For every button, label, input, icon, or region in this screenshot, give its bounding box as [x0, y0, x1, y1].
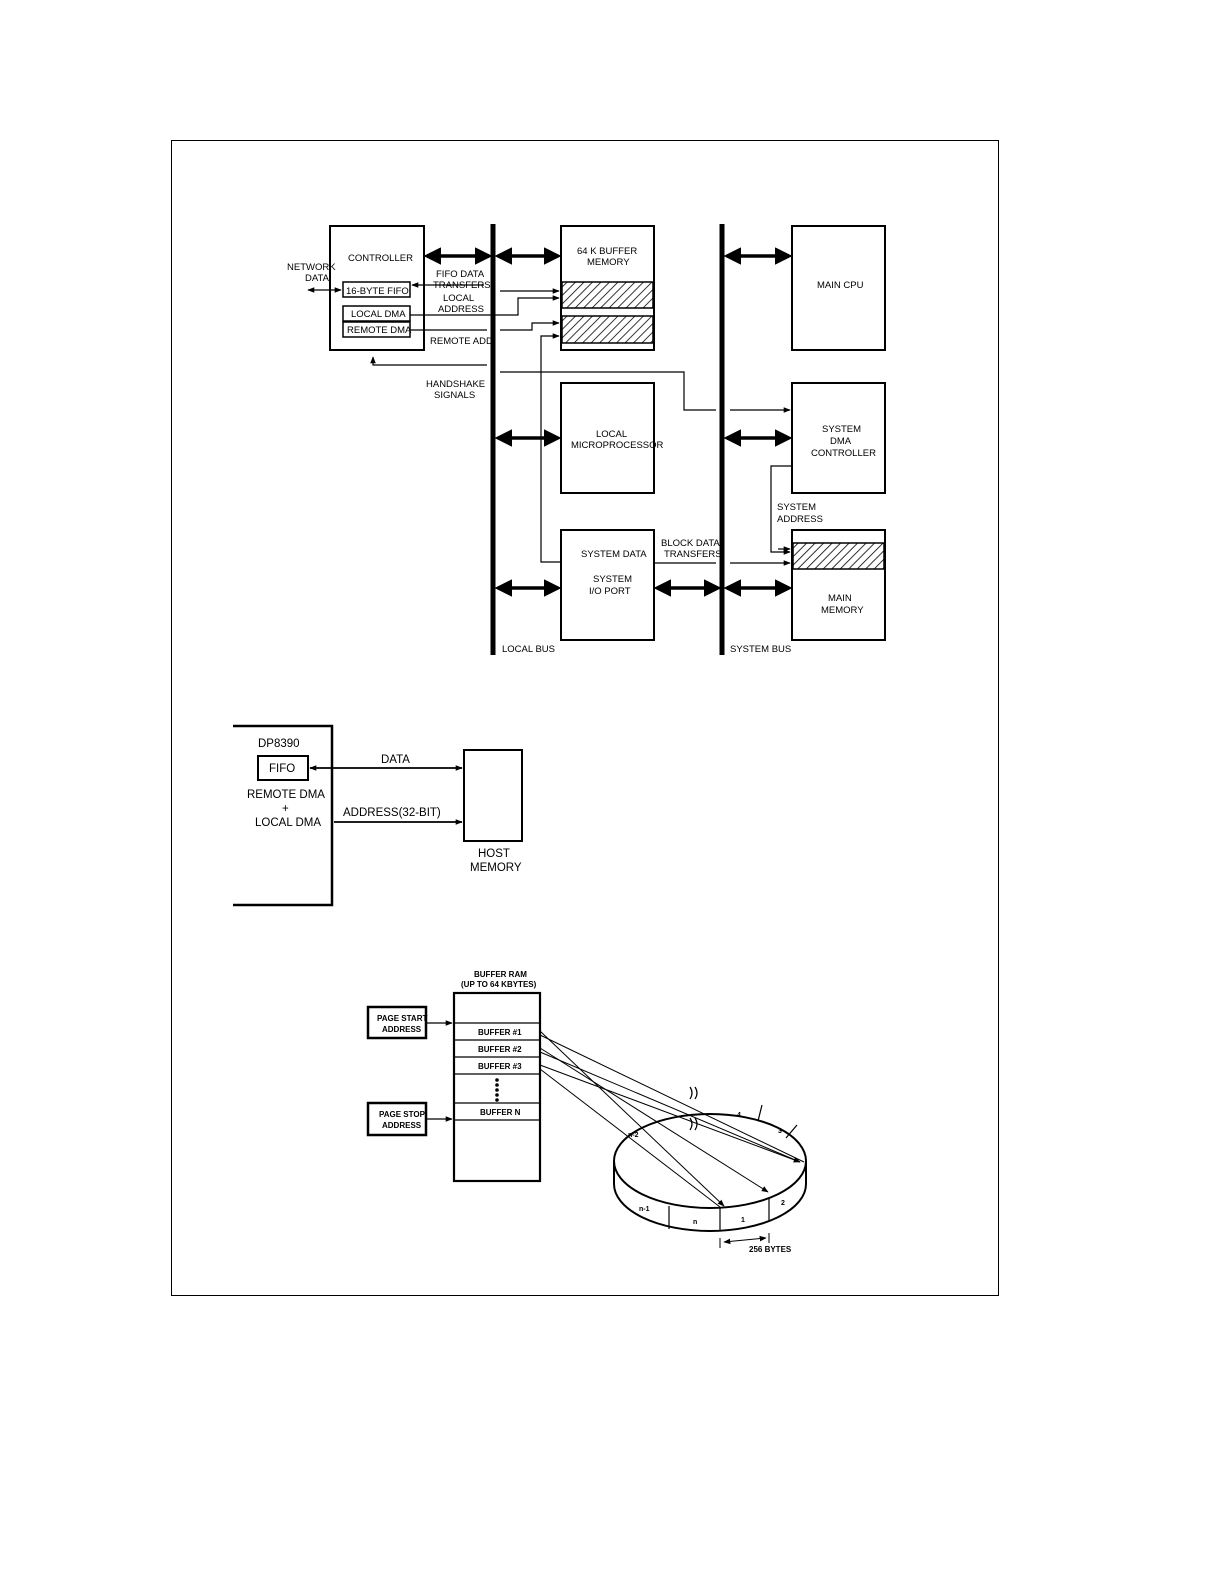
- system-bus-label: SYSTEM BUS: [730, 644, 791, 655]
- ring-seg-1: 1: [741, 1217, 745, 1224]
- diagram3-labels: BUFFER RAM (UP TO 64 KBYTES) PAGE START …: [377, 970, 792, 1254]
- main-memory-hatch: [792, 542, 885, 570]
- buffer-ring-diagram: [366, 991, 807, 1248]
- local-address-label-1: LOCAL: [443, 293, 474, 304]
- buffer-pointer-lines: [539, 1030, 805, 1208]
- system-dma-label-1: SYSTEM: [822, 424, 861, 435]
- host-memory-label-2: MEMORY: [470, 862, 522, 874]
- ring-seg-2: 2: [781, 1200, 785, 1207]
- controller-label: CONTROLLER: [348, 253, 413, 264]
- bus-arrows: [423, 247, 793, 597]
- host-memory-box: [463, 749, 523, 842]
- system-io-port-box: [560, 529, 655, 641]
- local-bus-label: LOCAL BUS: [502, 644, 555, 655]
- main-cpu-label: MAIN CPU: [817, 280, 864, 291]
- local-micro-label-1: LOCAL: [596, 429, 627, 440]
- buffer-ram-box: [452, 991, 542, 1183]
- remote-add-label: REMOTE ADD: [430, 336, 493, 347]
- handshake-label-1: HANDSHAKE: [426, 379, 485, 390]
- system-dma-label-3: CONTROLLER: [811, 448, 876, 459]
- buffer-1-label: BUFFER #1: [478, 1028, 522, 1037]
- buffer-ram-label-1: BUFFER RAM: [474, 970, 527, 979]
- ring-seg-n-minus-2: n-2: [628, 1132, 639, 1139]
- handshake-label-2: SIGNALS: [434, 390, 475, 401]
- plus-label: +: [282, 803, 289, 815]
- local-address-label-2: ADDRESS: [438, 304, 484, 315]
- ring-buffer: [613, 1086, 807, 1232]
- host-memory-label-1: HOST: [478, 848, 510, 860]
- dp8390-host-diagram: [233, 724, 523, 907]
- system-address-label-1: SYSTEM: [777, 502, 816, 513]
- system-dma-label-2: DMA: [830, 436, 852, 447]
- page-stop-label-1: PAGE STOP: [379, 1110, 426, 1119]
- system-architecture-diagram: [307, 224, 886, 655]
- dp8390-chip-outline: [233, 724, 334, 907]
- ring-seg-4: 4: [737, 1112, 741, 1119]
- network-data-label-2: DATA: [305, 273, 330, 284]
- main-memory-label-2: MEMORY: [821, 605, 864, 616]
- data-label: DATA: [381, 754, 410, 766]
- fifo-data-transfers-label-2: TRANSFERS: [433, 280, 491, 291]
- buffer-hatch-2: [561, 315, 654, 344]
- remote-dma-label: REMOTE DMA: [347, 325, 412, 336]
- address-label: ADDRESS(32-BIT): [343, 807, 441, 819]
- buffer-ram-label-2: (UP TO 64 KBYTES): [461, 980, 537, 989]
- page-start-label-1: PAGE START: [377, 1014, 427, 1023]
- buffer-3-label: BUFFER #3: [478, 1062, 522, 1071]
- fifo-label: FIFO: [269, 763, 295, 775]
- remote-dma-chip-label: REMOTE DMA: [247, 789, 325, 801]
- local-dma-box: [342, 305, 411, 322]
- buffer-memory-label-2: MEMORY: [587, 257, 630, 268]
- system-io-label-1: SYSTEM: [593, 574, 632, 585]
- dp8390-label: DP8390: [258, 738, 300, 750]
- buffer-n-label: BUFFER N: [480, 1108, 521, 1117]
- fifo-16-box: [342, 281, 411, 298]
- ellipsis-dots: [495, 1078, 499, 1102]
- buffer-hatch-1: [561, 281, 654, 309]
- main-memory-label-1: MAIN: [828, 593, 852, 604]
- block-data-label-2: TRANSFERS: [664, 549, 722, 560]
- block-data-label-1: BLOCK DATA: [661, 538, 720, 549]
- ring-seg-n: n: [693, 1219, 697, 1226]
- figure-frame: [171, 140, 999, 1296]
- buffer-memory-label-1: 64 K BUFFER: [577, 246, 637, 257]
- system-data-label: SYSTEM DATA: [581, 549, 647, 560]
- system-address-label-2: ADDRESS: [777, 514, 823, 525]
- main-cpu-box: [791, 225, 886, 351]
- system-io-label-2: I/O PORT: [589, 586, 631, 597]
- fifo-box: [257, 755, 309, 781]
- page-start-label-2: ADDRESS: [382, 1025, 422, 1034]
- fifo-data-transfers-label-1: FIFO DATA: [436, 269, 485, 280]
- ring-seg-n-minus-1: n-1: [639, 1206, 650, 1213]
- network-data-label-1: NETWORK: [287, 262, 336, 273]
- local-micro-label-2: MICROPROCESSOR: [571, 440, 664, 451]
- local-dma-chip-label: LOCAL DMA: [255, 817, 321, 829]
- diagram1-labels: NETWORK DATA CONTROLLER 16-BYTE FIFO LOC…: [287, 246, 876, 655]
- page-stop-box: [366, 1101, 428, 1137]
- buffer-memory-box: [560, 225, 655, 351]
- fifo-16-label: 16-BYTE FIFO: [346, 286, 409, 297]
- local-dma-label: LOCAL DMA: [351, 309, 406, 320]
- diagram2-labels: DP8390 FIFO REMOTE DMA + LOCAL DMA DATA …: [247, 738, 522, 874]
- page-stop-label-2: ADDRESS: [382, 1121, 422, 1130]
- signal-lines: [307, 282, 792, 566]
- ring-seg-3: 3: [778, 1128, 782, 1135]
- bytes-256-label: 256 BYTES: [749, 1245, 792, 1254]
- buffer-2-label: BUFFER #2: [478, 1045, 522, 1054]
